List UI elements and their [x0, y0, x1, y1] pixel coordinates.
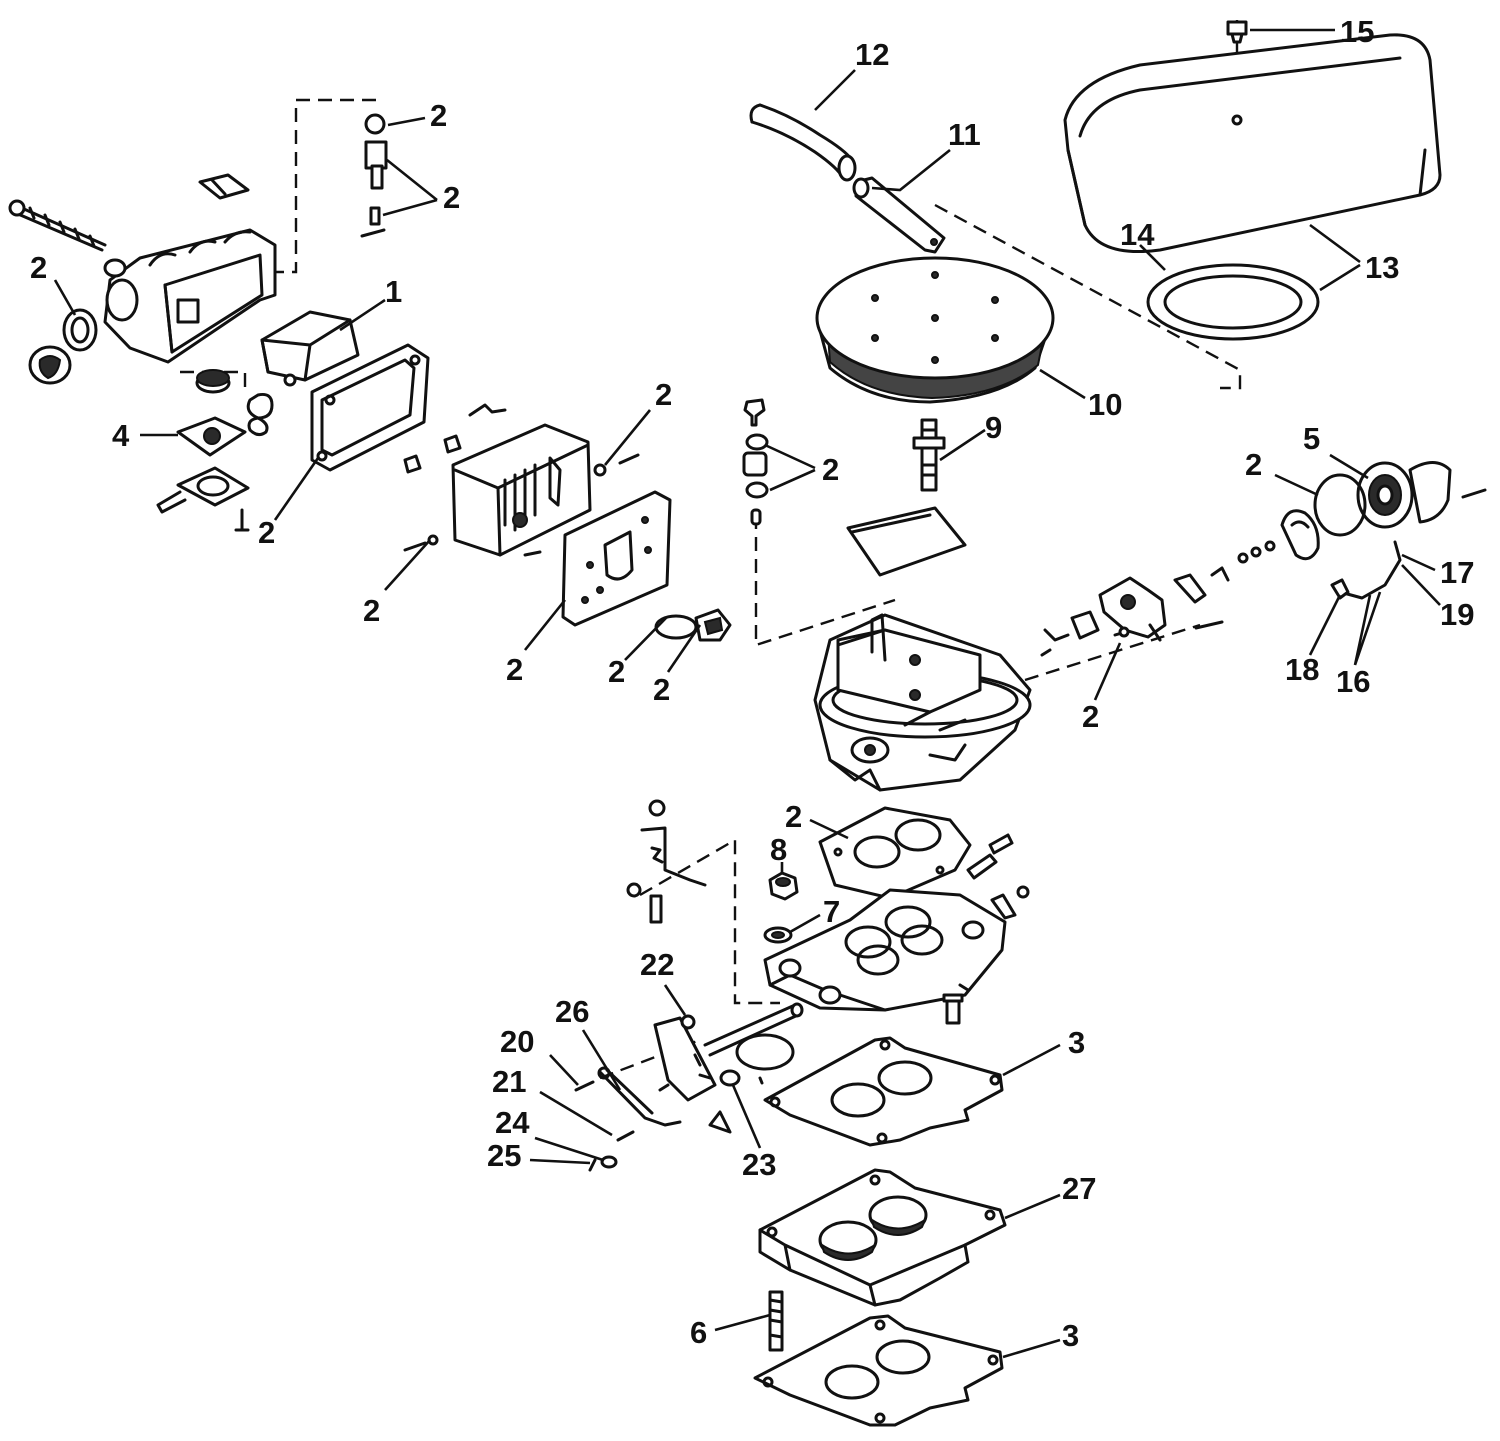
callout-18: 18	[1285, 652, 1319, 687]
callout-2-bowl-gasket: 2	[258, 515, 275, 550]
callout-17: 17	[1440, 555, 1474, 590]
callout-24: 24	[495, 1105, 530, 1140]
callout-4: 4	[112, 418, 130, 453]
choke-cover	[1356, 461, 1487, 529]
callout-2-block-plug: 2	[655, 377, 672, 412]
callout-2-needle-seat: 2	[443, 180, 460, 215]
choke-rod-assembly	[1330, 540, 1402, 600]
callout-14: 14	[1120, 217, 1155, 252]
bowl-screw	[8, 199, 107, 252]
callouts: 12 11 15 14 13 10 9 1 4 5 17 19 18 16 8 …	[30, 14, 1474, 1353]
callout-11: 11	[948, 117, 981, 152]
callout-27: 27	[1062, 1171, 1096, 1206]
vent-hose	[749, 103, 857, 182]
callout-2-valve-gasket: 2	[608, 654, 625, 689]
carburetor-gasket-lower	[753, 1314, 1004, 1427]
callout-2-choke-gasket: 2	[1245, 447, 1262, 482]
leader-lines	[53, 28, 1441, 1359]
carburetor-gasket-upper	[763, 1036, 1004, 1147]
callout-2-choke-screw: 2	[1082, 699, 1099, 734]
accelerator-pump-diaphragm	[176, 416, 247, 457]
air-cleaner-stud	[912, 418, 946, 492]
carburetor-spacer	[758, 1168, 1007, 1307]
callout-15: 15	[1340, 14, 1374, 49]
lockwasher	[763, 926, 793, 944]
float	[260, 310, 360, 387]
callout-22: 22	[640, 947, 674, 982]
fast-idle-lever	[626, 799, 707, 924]
callout-2-metering-plate: 2	[506, 652, 523, 687]
callout-25: 25	[487, 1138, 521, 1173]
callout-2-needle-top: 2	[430, 98, 447, 133]
metering-plate	[561, 490, 672, 627]
nut	[768, 871, 799, 901]
vent-tube	[852, 176, 946, 254]
fuel-inlet-fitting	[28, 308, 98, 385]
callout-10: 10	[1088, 387, 1122, 422]
throttle-link-parts	[574, 1014, 764, 1172]
callout-26: 26	[555, 994, 589, 1029]
callout-9: 9	[985, 410, 1002, 445]
callout-13: 13	[1365, 250, 1399, 285]
callout-23: 23	[742, 1147, 776, 1182]
bowl-gasket	[310, 343, 430, 472]
callout-3-upper: 3	[1068, 1025, 1085, 1060]
callout-5: 5	[1303, 421, 1320, 456]
air-cleaner-cover	[1063, 20, 1442, 254]
callout-2-base-gasket: 2	[785, 799, 802, 834]
seal-ring	[1146, 263, 1320, 341]
callout-2-needle-upper: 2	[822, 452, 839, 487]
accelerator-pump-housing	[156, 466, 250, 532]
callout-7: 7	[823, 894, 840, 929]
callout-21: 21	[492, 1064, 526, 1099]
throttle-plate	[735, 1033, 795, 1071]
choke-gasket	[1280, 473, 1367, 561]
metering-block	[403, 403, 592, 557]
throttle-body	[763, 888, 1007, 1012]
needle-seat-parts	[195, 113, 388, 437]
float-bracket	[198, 173, 250, 200]
carburetor-body	[813, 613, 1032, 792]
callout-2-power-valve: 2	[653, 672, 670, 707]
choke-thermostat-parts	[1043, 540, 1276, 642]
callout-16: 16	[1336, 664, 1370, 699]
callout-6: 6	[690, 1315, 707, 1350]
callout-1: 1	[385, 274, 402, 309]
callout-2-fuel-inlet: 2	[30, 250, 47, 285]
throttle-body-screws	[942, 833, 1030, 1025]
air-cleaner-element	[815, 256, 1055, 404]
fuel-bowl	[103, 228, 277, 364]
callout-8: 8	[770, 832, 787, 867]
choke-plate	[846, 506, 967, 577]
callout-2-block-screw: 2	[363, 593, 380, 628]
screw-choke-housing	[1040, 626, 1130, 657]
callout-12: 12	[855, 37, 889, 72]
callout-3-lower: 3	[1062, 1318, 1079, 1353]
small-screws-block	[403, 453, 640, 557]
callout-19: 19	[1440, 597, 1474, 632]
needle-seat-upper	[742, 398, 769, 526]
callout-20: 20	[500, 1024, 534, 1059]
throttle-body-gasket	[818, 806, 972, 900]
mounting-stud	[768, 1290, 784, 1352]
